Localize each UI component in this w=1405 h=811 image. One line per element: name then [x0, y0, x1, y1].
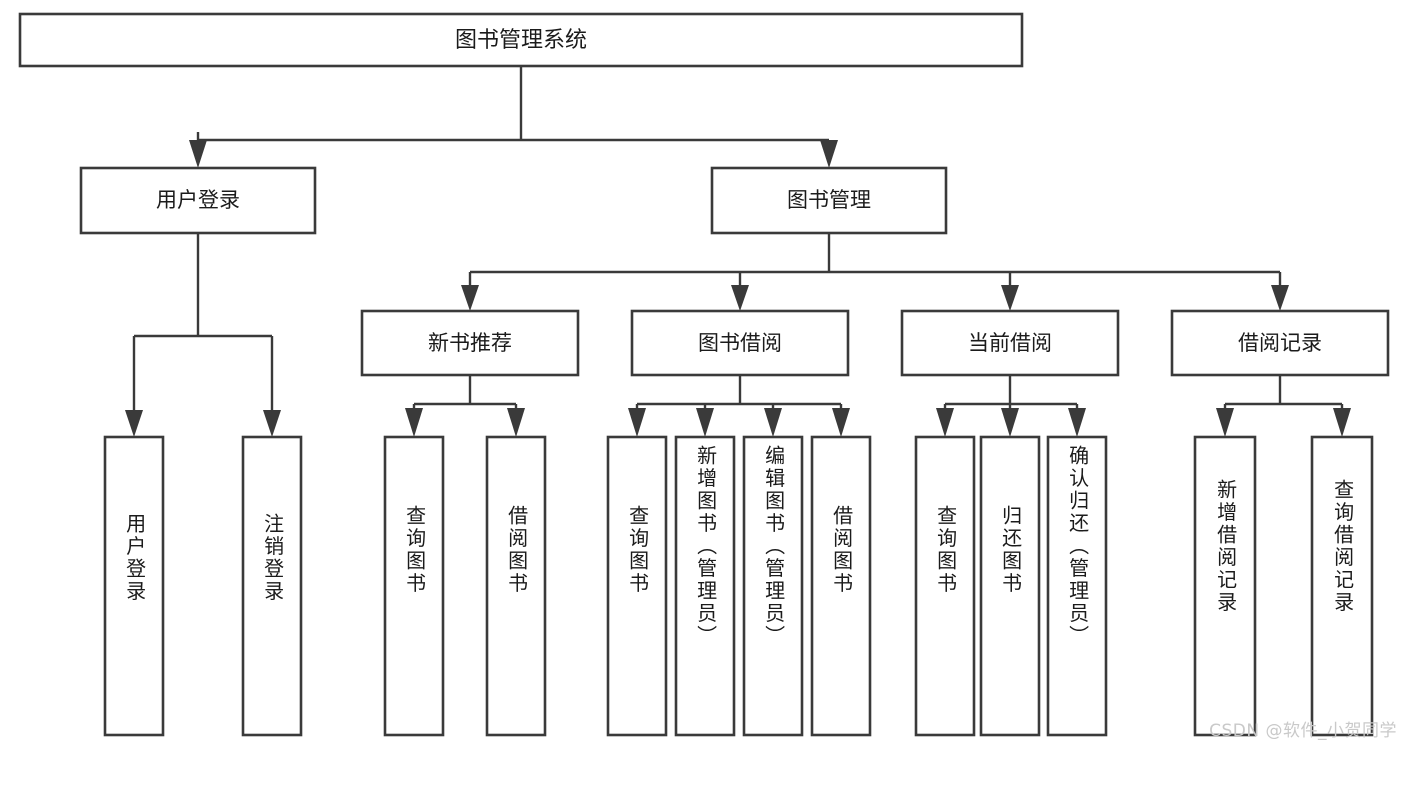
arrow-head-cb-leaf-2	[1001, 408, 1019, 437]
leaf-box-nbr-query-book[interactable]	[383, 435, 445, 737]
leaf-box-logout[interactable]	[241, 435, 303, 737]
leaf-box-user-login[interactable]	[103, 435, 165, 737]
arrow-head-bb-leaf-2	[696, 408, 714, 437]
node-book-borrow-box[interactable]	[630, 309, 850, 377]
node-root[interactable]: 图书管理系统	[18, 12, 1024, 68]
arrow-head-cb-leaf-1	[936, 408, 954, 437]
leaf-box-cb-confirm-return[interactable]	[1046, 435, 1108, 737]
node-book-manage[interactable]: 图书管理	[710, 166, 948, 235]
arrow-head-new-book-rec	[461, 285, 479, 311]
arrow-head-cb-leaf-3	[1068, 408, 1086, 437]
node-root-label: 图书管理系统	[455, 28, 587, 53]
connector-group-book-manage	[461, 233, 1289, 311]
node-new-book-recommend-label: 新书推荐	[428, 331, 512, 355]
node-current-borrow[interactable]: 当前借阅	[900, 309, 1120, 377]
node-book-borrow[interactable]: 图书借阅	[630, 309, 850, 377]
node-borrow-record-label: 借阅记录	[1238, 331, 1322, 355]
node-book-manage-label: 图书管理	[787, 188, 871, 212]
leaf-box-cb-return-book[interactable]	[979, 435, 1041, 737]
connector-group-current-borrow	[936, 375, 1086, 437]
leaf-box-br-add-record[interactable]	[1193, 435, 1257, 737]
leaf-box-bb-add-book[interactable]	[674, 435, 736, 737]
node-current-borrow-label: 当前借阅	[968, 331, 1052, 355]
diagram-root: 图书管理系统 用户登录 图书管理 新书推荐 图书借阅 当前借阅 借阅记录	[18, 12, 1397, 741]
leaf-box-bb-borrow-book[interactable]	[810, 435, 872, 737]
connector-group-borrow-record	[1216, 375, 1351, 437]
leaf-box-cb-query-book[interactable]	[914, 435, 976, 737]
watermark: CSDN @软件_小贺同学	[1209, 721, 1397, 741]
arrow-head-nbr-leaf-1	[405, 408, 423, 437]
connector-group-book-borrow	[628, 375, 850, 437]
arrow-head-borrow-record	[1271, 285, 1289, 311]
node-user-login[interactable]: 用户登录	[79, 166, 317, 235]
node-book-manage-box[interactable]	[710, 166, 948, 235]
connector-group-new-book-rec	[405, 375, 525, 437]
arrow-head-book-borrow	[731, 285, 749, 311]
arrow-head-nbr-leaf-2	[507, 408, 525, 437]
arrow-head-to-book-manage	[820, 140, 838, 168]
arrow-head-bb-leaf-3	[764, 408, 782, 437]
leaf-box-bb-edit-book[interactable]	[742, 435, 804, 737]
leaf-box-nbr-borrow-book[interactable]	[485, 435, 547, 737]
connector-group-root	[189, 66, 838, 168]
node-user-login-box[interactable]	[79, 166, 317, 235]
leaf-box-bb-query-book[interactable]	[606, 435, 668, 737]
arrow-head-br-leaf-1	[1216, 408, 1234, 437]
arrow-head-br-leaf-2	[1333, 408, 1351, 437]
arrow-head-current-borrow	[1001, 285, 1019, 311]
node-current-borrow-box[interactable]	[900, 309, 1120, 377]
arrow-head-bb-leaf-4	[832, 408, 850, 437]
arrow-head-user-login-leaf	[125, 410, 143, 437]
arrow-head-logout-leaf	[263, 410, 281, 437]
node-new-book-recommend-box[interactable]	[360, 309, 580, 377]
arrow-head-bb-leaf-1	[628, 408, 646, 437]
node-root-box[interactable]	[18, 12, 1024, 68]
node-new-book-recommend[interactable]: 新书推荐	[360, 309, 580, 377]
connector-group-user-login	[125, 233, 281, 437]
node-borrow-record-box[interactable]	[1170, 309, 1390, 377]
arrow-head-to-user-login	[189, 140, 207, 168]
node-book-borrow-label: 图书借阅	[698, 331, 782, 355]
node-user-login-label: 用户登录	[156, 188, 240, 212]
node-borrow-record[interactable]: 借阅记录	[1170, 309, 1390, 377]
leaf-box-br-query-record[interactable]	[1310, 435, 1374, 737]
diagram-canvas: 图书管理系统 用户登录 图书管理 新书推荐 图书借阅 当前借阅 借阅记录	[18, 12, 1390, 737]
